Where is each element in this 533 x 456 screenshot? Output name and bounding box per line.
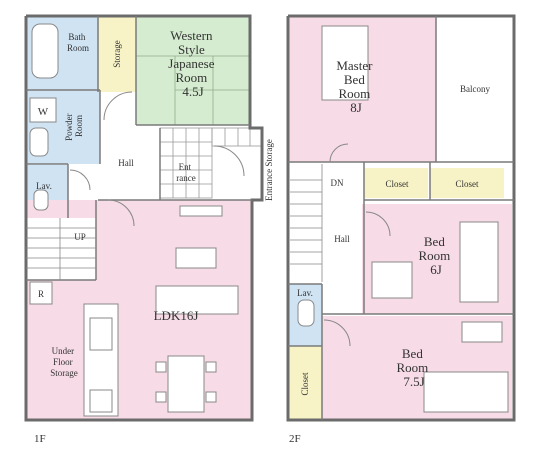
up-label: UP [74,232,86,242]
door-swing [365,211,391,237]
closet-b-label: Closet [455,179,479,189]
ldk-label: LDK16J [154,308,199,323]
storage-1f [98,16,136,92]
interior-walls-2f [288,16,514,420]
door-swing [69,169,91,191]
hall-label-2f: Hall [334,234,350,244]
fridge-box [29,281,53,305]
sink-1f [29,127,49,157]
desk-75j [461,321,503,343]
lav-label-2f: Lav. [297,288,313,298]
toilet-1f [33,189,49,211]
floor-1f: Bath Room Storage Western Style Japanese… [24,14,274,445]
dn-label: DN [331,178,344,188]
closet-c [288,346,322,420]
kitchen-sink [89,317,113,351]
bath-label: Bath Room [67,32,89,53]
exterior-wall-1f [24,14,264,422]
stove [89,389,113,413]
bed75-label: Bed Room 7.5J [396,346,431,389]
chair [205,391,217,403]
floor-label-1f: 1F [34,433,46,445]
washer-label: W [38,106,49,118]
master-bed [321,25,369,101]
sofa [155,285,239,315]
storage-label: Storage [112,40,122,68]
entrance-area [160,128,250,200]
balcony [436,16,514,162]
bed-75j [423,371,509,413]
stairs-lines-1f [26,218,96,280]
door-swing [103,91,133,121]
bed6-label: Bed Room 6J [418,234,453,277]
dining-table [167,355,205,413]
chair [155,361,167,373]
closet-a [364,168,428,198]
fridge-label: R [38,289,44,299]
underfloor-label: Under Floor Storage [50,346,78,378]
interior-walls-1f [26,16,252,281]
bathtub [31,23,59,79]
closet-b [430,168,504,198]
tv-unit [179,205,223,217]
floor-2f: Master Bed Room 8J Balcony DN Closet Clo… [286,14,516,445]
bed-6j [459,221,499,303]
toilet-2f [297,299,315,327]
powder-room-label: Powder Room [64,111,84,141]
washer-box [29,97,57,123]
desk-6j [371,261,413,299]
closet-c-label: Closet [300,372,310,396]
door-swing [329,143,349,163]
master-label: Master Bed Room 8J [336,58,375,115]
door-swing [107,199,135,227]
chair [205,361,217,373]
balcony-label: Balcony [460,84,490,94]
japanese-room-label: Western Style Japanese Room 4.5J [168,28,217,99]
tatami-lines [136,55,250,125]
closet-a-label: Closet [385,179,409,189]
coffee-table [175,247,217,269]
entrance-label: Ent rance [176,162,195,183]
hall-label-1f: Hall [118,158,134,168]
exterior-wall-2f [286,14,516,422]
lav-label-1f: Lav. [36,181,52,191]
stairs-lines-2f [290,164,323,282]
stairs-1f [26,218,96,280]
japanese-room [136,16,250,125]
chair [155,391,167,403]
entrance-storage-label: Entrance Storage [264,139,274,201]
door-swing [323,319,351,347]
floor-label-2f: 2F [289,433,301,445]
entrance-door-swing [213,145,245,177]
